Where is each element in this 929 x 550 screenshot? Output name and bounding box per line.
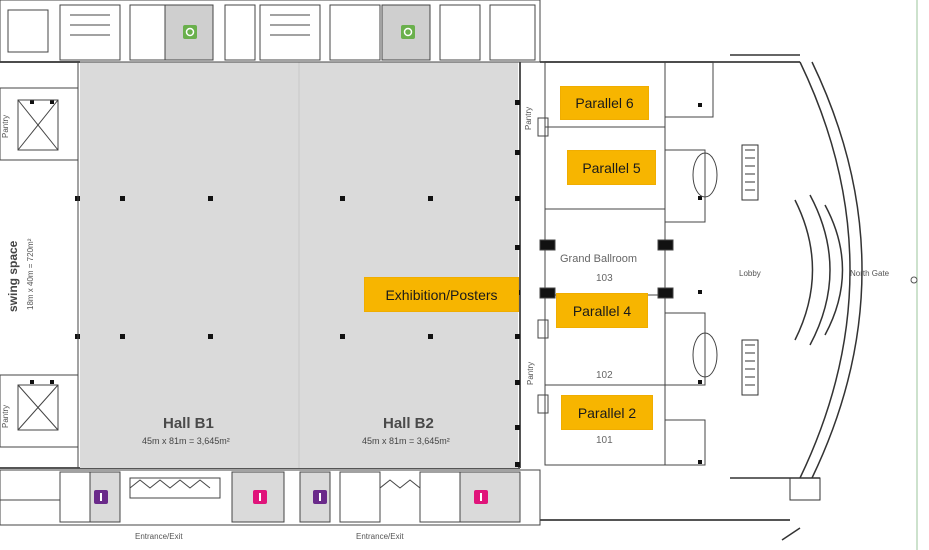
lift-icon xyxy=(401,25,415,39)
room-number: 102 xyxy=(596,370,613,381)
swing-space-area xyxy=(0,62,79,468)
parallel-5-tag: Parallel 5 xyxy=(568,151,655,184)
hall-b2-title: Hall B2 xyxy=(383,415,434,432)
parallel-2-tag: Parallel 2 xyxy=(562,396,652,429)
lift-icon xyxy=(183,25,197,39)
hall-b2-dims: 45m x 81m = 3,645m² xyxy=(362,436,450,446)
bottom-service-strip xyxy=(0,469,541,526)
entrance-exit-label: Entrance/Exit xyxy=(356,532,404,541)
grand-ballroom-label: Grand Ballroom xyxy=(560,253,638,265)
parallel-6-tag: Parallel 6 xyxy=(561,87,648,119)
escalators xyxy=(741,144,821,501)
lobby-facade xyxy=(730,54,863,541)
room-number: 103 xyxy=(596,273,613,284)
top-service-strip xyxy=(0,0,541,63)
entrance-exit-label: Entrance/Exit xyxy=(135,532,183,541)
toilet-icon xyxy=(474,490,488,504)
toilet-icon xyxy=(253,490,267,504)
swing-space-dims: 18m x 40m = 720m² xyxy=(26,238,35,310)
pantry-label: Pantry xyxy=(524,106,533,130)
pantry-label: Pantry xyxy=(1,114,10,138)
pantry-label: Pantry xyxy=(526,361,535,385)
parallel-4-tag: Parallel 4 xyxy=(557,294,647,327)
swing-space-title: swing space xyxy=(6,240,20,312)
lobby-label: Lobby xyxy=(739,269,761,278)
exhibition-posters-tag: Exhibition/Posters xyxy=(365,278,518,311)
pantry-label: Pantry xyxy=(1,404,10,428)
hall-b1-title: Hall B1 xyxy=(163,415,214,432)
edge-marker xyxy=(910,276,918,284)
hall-b1-dims: 45m x 81m = 3,645m² xyxy=(142,436,230,446)
toilet-icon xyxy=(94,490,108,504)
toilet-icon xyxy=(313,490,327,504)
north-gate-label: North Gate xyxy=(850,269,890,278)
ballroom-rooms xyxy=(537,61,718,466)
room-number: 101 xyxy=(596,435,613,446)
